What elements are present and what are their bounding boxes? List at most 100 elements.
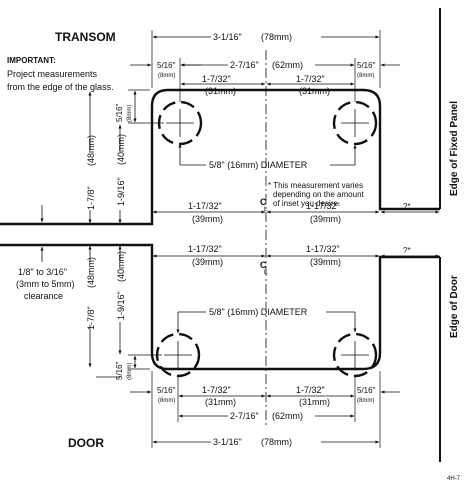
dim-height-outer-top: 1-7/8" (48mm) [86,91,96,224]
important-line-1: Project measurements [7,69,98,79]
dim-inset-transom: ?* [380,202,440,214]
important-heading: IMPORTANT: [7,56,56,65]
dim-clearance: 1/8" to 3/16" (3mm to 5mm) clearance [16,205,75,301]
svg-text:5/16": 5/16" [115,103,124,122]
dim-centers-bottom: 2-7/16" (62mm) [178,411,355,421]
dim-edge-bottom-right: 5/16" (8mm) [357,386,400,404]
svg-text:(62mm): (62mm) [272,60,303,70]
important-line-2: from the edge of the glass. [7,82,114,92]
dim-wide-transom-left: 1-17/32" (39mm) [152,201,266,224]
svg-text:5/16": 5/16" [357,61,376,70]
svg-text:5/16": 5/16" [115,361,124,380]
dim-height-inner-top: 1-9/16" (40mm) [116,124,126,224]
dim-half-top-right: 1-7/32" (31mm) [266,74,355,96]
svg-text:(8mm): (8mm) [127,363,133,380]
svg-text:L: L [264,207,268,213]
dim-edge-vertical-top: 5/16" (8mm) [115,89,164,124]
edge-fixed-panel-label: Edge of Fixed Panel [449,101,460,196]
svg-text:(39mm): (39mm) [310,257,341,267]
door-label: DOOR [68,436,104,450]
svg-text:1-9/16": 1-9/16" [116,177,126,206]
svg-text:1-17/32": 1-17/32" [188,244,222,254]
dim-half-top-left: 1-7/32" (31mm) [180,74,266,96]
diameter-callout-bottom: 5/8" (16mm) DIAMETER [176,307,357,334]
svg-text:2-7/16": 2-7/16" [230,60,259,70]
svg-text:1-7/32": 1-7/32" [296,385,325,395]
centerline-symbol-bottom: C L [260,260,268,276]
svg-text:(78mm): (78mm) [261,437,292,447]
svg-text:C: C [260,260,267,270]
svg-text:1-7/8": 1-7/8" [86,306,96,330]
svg-text:1-17/32": 1-17/32" [306,201,340,211]
svg-text:(39mm): (39mm) [192,214,223,224]
svg-text:(31mm): (31mm) [299,86,330,96]
transom-label: TRANSOM [55,30,116,44]
svg-text:1-9/16": 1-9/16" [116,291,126,320]
figure-code: 4H-7 [447,476,461,482]
dim-wide-door-left: 1-17/32" (39mm) [152,244,266,267]
svg-text:(8mm): (8mm) [158,73,175,79]
svg-text:(31mm): (31mm) [205,86,236,96]
svg-text:(40mm): (40mm) [116,251,126,282]
svg-text:(3mm to 5mm): (3mm to 5mm) [16,279,75,289]
svg-text:5/16": 5/16" [357,386,376,395]
svg-text:(48mm): (48mm) [86,257,96,288]
dim-edge-bottom-left: 5/16" (8mm) [130,386,176,404]
hole-top-left [157,100,203,146]
svg-text:1-17/32": 1-17/32" [306,244,340,254]
svg-text:(8mm): (8mm) [357,73,374,79]
svg-text:5/16": 5/16" [157,61,176,70]
svg-text:1-7/32": 1-7/32" [202,74,231,84]
svg-text:5/16": 5/16" [157,386,176,395]
svg-text:clearance: clearance [24,291,63,301]
svg-text:(62mm): (62mm) [272,411,303,421]
svg-text:* This measurement varies: * This measurement varies [268,181,363,190]
top-extension-lines [151,30,381,102]
svg-text:1-7/32": 1-7/32" [296,74,325,84]
diameter-callout-top: 5/8" (16mm) DIAMETER [178,143,357,170]
centerline-symbol-top: C L [260,197,268,213]
inset-note: * This measurement varies depending on t… [268,181,365,208]
svg-text:1-17/32": 1-17/32" [188,201,222,211]
bottom-extension-lines [151,371,381,448]
svg-text:C: C [260,197,267,207]
dim-half-bottom-right: 1-7/32" (31mm) [266,385,355,407]
svg-text:1-7/8": 1-7/8" [86,186,96,210]
svg-text:(31mm): (31mm) [205,397,236,407]
edge-door-label: Edge of Door [449,275,460,338]
transom-glass-outline [0,88,440,226]
dim-overall-top: 3-1/16" (78mm) [152,32,380,42]
svg-text:5/8" (16mm) DIAMETER: 5/8" (16mm) DIAMETER [209,307,308,317]
dim-centers-top: 2-7/16" (62mm) [180,60,355,70]
svg-text:(8mm): (8mm) [158,398,175,404]
svg-text:(78mm): (78mm) [261,32,292,42]
svg-text:3-1/16": 3-1/16" [213,437,242,447]
dim-height-outer-bottom: 1-7/8" (48mm) [86,245,96,368]
dim-edge-top-left: 5/16" (8mm) [130,61,201,79]
svg-text:3-1/16": 3-1/16" [213,32,242,42]
dim-overall-bottom: 3-1/16" (78mm) [152,437,380,447]
svg-text:1-7/32": 1-7/32" [202,385,231,395]
svg-text:?*: ?* [403,246,411,255]
hole-bottom-right [332,332,378,378]
svg-text:?*: ?* [403,202,411,211]
svg-text:(8mm): (8mm) [127,105,133,122]
dim-edge-vertical-bottom: 5/16" (8mm) [96,354,162,380]
svg-text:(39mm): (39mm) [192,257,223,267]
svg-text:5/8" (16mm) DIAMETER: 5/8" (16mm) DIAMETER [209,160,308,170]
svg-text:(8mm): (8mm) [357,398,374,404]
svg-text:2-7/16": 2-7/16" [230,411,259,421]
svg-text:(48mm): (48mm) [86,135,96,166]
dim-wide-door-right: 1-17/32" (39mm) [266,244,380,267]
svg-text:L: L [264,270,268,276]
svg-text:depending on the amount: depending on the amount [273,190,365,199]
dim-inset-door: ?* [380,246,440,258]
svg-text:of inset you desire.: of inset you desire. [273,199,340,208]
dim-wide-transom-right: 1-17/32" (39mm) [266,201,380,224]
svg-text:(39mm): (39mm) [310,214,341,224]
door-glass-outline [0,243,440,371]
svg-text:(31mm): (31mm) [299,397,330,407]
dim-edge-top-right: 5/16" (8mm) [357,61,400,79]
dim-height-inner-bottom: 1-9/16" (40mm) [116,245,126,355]
